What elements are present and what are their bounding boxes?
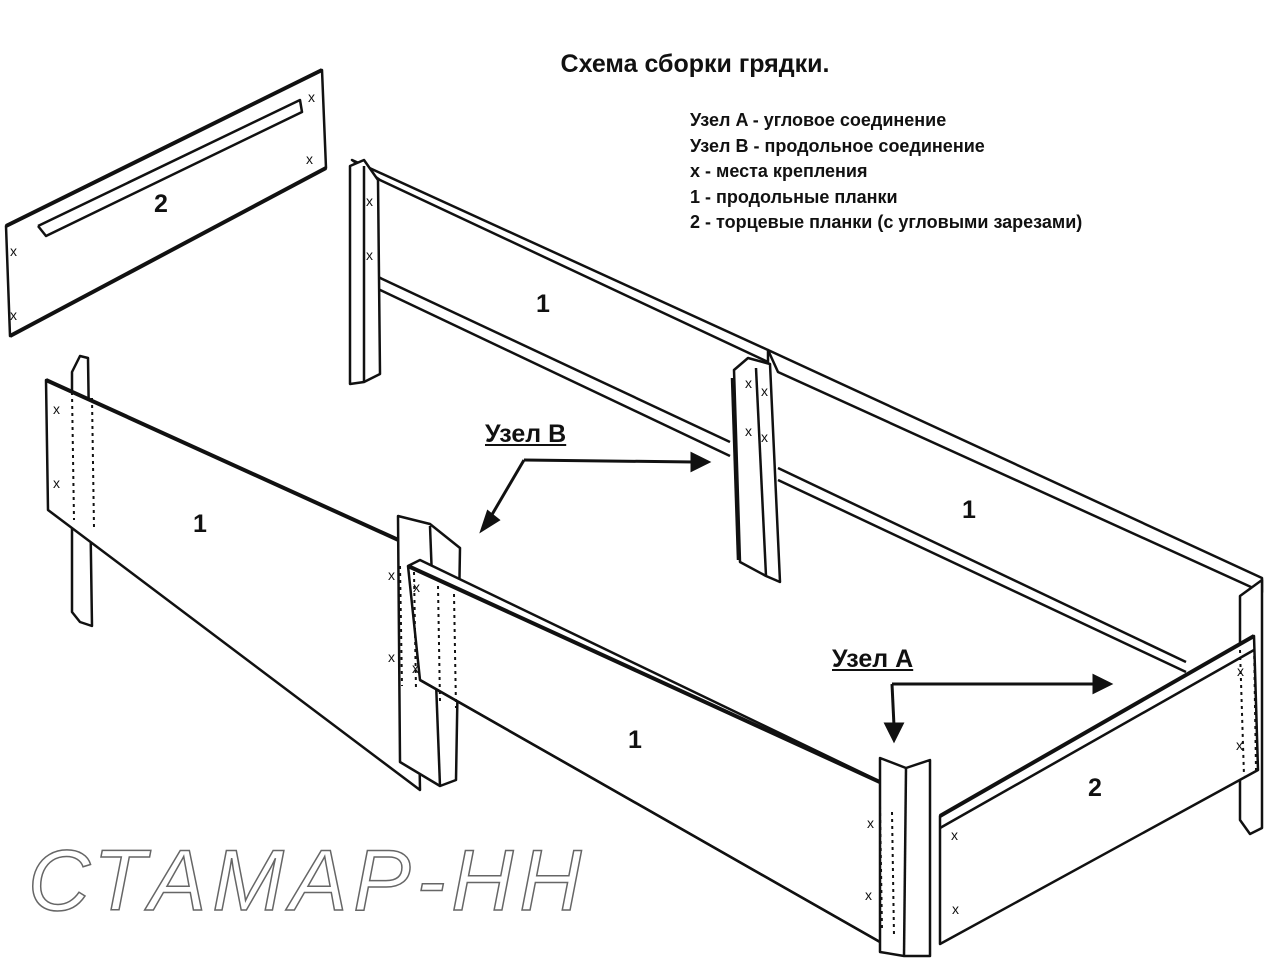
fastener-mark: x: [366, 193, 373, 209]
fastener-mark: x: [366, 247, 373, 263]
fastener-mark: x: [10, 307, 17, 323]
part-number-back-right: 1: [962, 496, 976, 524]
fastener-mark: x: [412, 660, 419, 676]
fastener-mark: x: [1236, 737, 1243, 753]
fastener-mark: x: [761, 429, 768, 445]
part-number-front-left: 1: [193, 510, 207, 538]
node-b-arrow-left: [488, 459, 526, 519]
fastener-mark: x: [413, 579, 420, 595]
end-plank-loose: [4, 68, 328, 338]
node-a-arrow-down: [890, 683, 896, 727]
fastener-mark: x: [308, 89, 315, 105]
node-a-post: [878, 756, 932, 958]
legend-item-long-planks: 1 - продольные планки: [690, 186, 898, 207]
fastener-mark: x: [761, 383, 768, 399]
legend-item-end-planks: 2 - торцевые планки (с угловыми зарезами…: [690, 212, 1083, 232]
part-number-end-right: 2: [1088, 774, 1102, 802]
part-number-front-right: 1: [628, 726, 642, 754]
fastener-mark: x: [952, 901, 959, 917]
node-a-label: Узел A: [832, 645, 914, 673]
legend: Узел A - угловое соединение Узел B - про…: [690, 108, 1082, 236]
diagram-title: Схема сборки грядки.: [560, 50, 830, 78]
fastener-mark: x: [865, 887, 872, 903]
back-right-plank: [766, 348, 1264, 674]
part-number-end-top: 2: [154, 190, 168, 218]
fastener-mark: x: [306, 151, 313, 167]
fastener-mark: x: [53, 475, 60, 491]
fastener-mark: x: [388, 567, 395, 583]
front-right-plank: [406, 558, 910, 952]
legend-item-node-a: Узел A - угловое соединение: [690, 110, 947, 130]
fastener-mark: x: [745, 423, 752, 439]
node-b-label: Узел B: [485, 420, 567, 448]
legend-item-node-b: Узел B - продольное соединение: [690, 135, 985, 156]
fastener-mark: x: [867, 815, 874, 831]
node-b-arrow-right: [523, 458, 695, 464]
fastener-mark: x: [1237, 663, 1244, 679]
node-b-post: [730, 356, 782, 584]
fastener-mark: x: [53, 401, 60, 417]
fastener-mark: x: [951, 827, 958, 843]
watermark: СТАМАР-НН: [27, 832, 588, 930]
back-left-post: [348, 158, 382, 386]
part-number-back-left: 1: [536, 290, 550, 318]
front-left-plank: [44, 378, 422, 792]
legend-item-fastener: x - места крепления: [690, 161, 868, 181]
end-plank-right: [938, 634, 1260, 946]
fastener-mark: x: [745, 375, 752, 391]
fastener-mark: x: [388, 649, 395, 665]
fastener-mark: x: [10, 243, 17, 259]
